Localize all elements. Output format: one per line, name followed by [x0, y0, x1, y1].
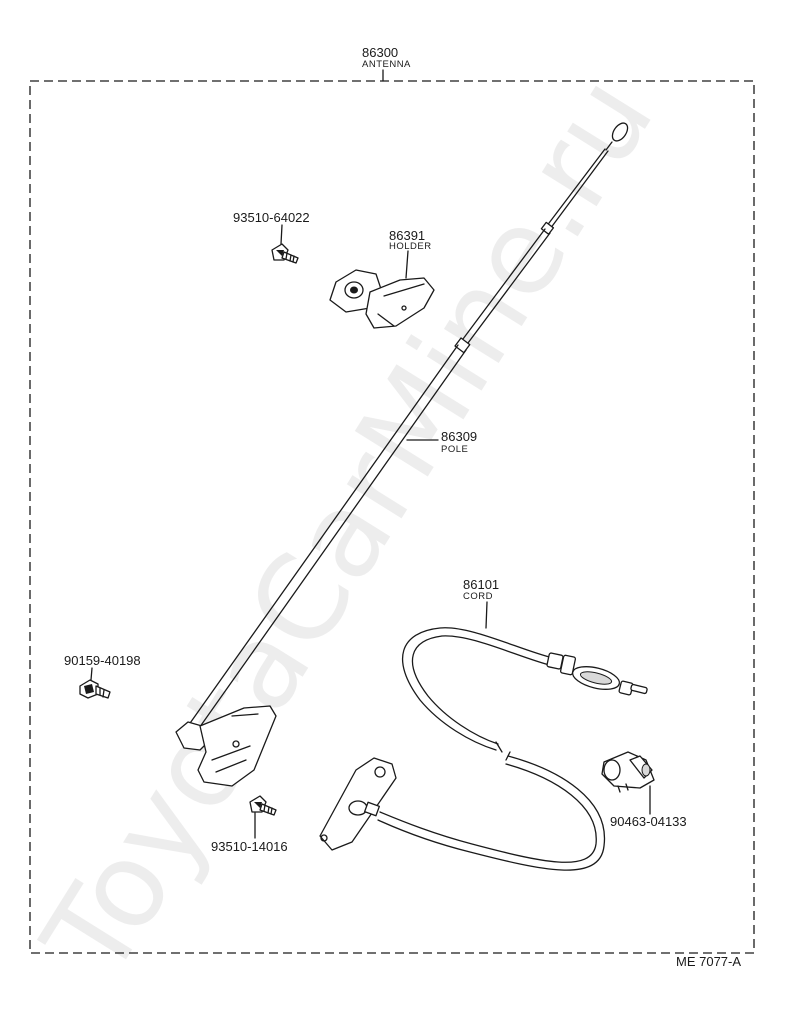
bolt-drawing [79, 679, 111, 699]
pole-part-number: 86309 [441, 429, 477, 444]
screw-bottom-drawing [249, 795, 277, 816]
holder-part-number: 86391 [389, 228, 425, 243]
screw-top-part-number: 93510-64022 [233, 210, 310, 225]
cord-label: 86101 CORD [463, 577, 499, 629]
holder-drawing [329, 269, 435, 329]
screw-bottom-label: 93510-14016 [211, 812, 288, 854]
holder-name: HOLDER [389, 241, 432, 252]
assembly-name: ANTENNA [362, 59, 411, 70]
clamp-drawing [601, 751, 655, 793]
figure-code: ME 7077-A [676, 954, 741, 969]
cord-drawing [319, 627, 648, 871]
pole-name: POLE [441, 444, 468, 455]
cord-name: CORD [463, 591, 493, 602]
bolt-part-number: 90159-40198 [64, 653, 141, 668]
holder-label: 86391 HOLDER [389, 228, 432, 279]
assembly-label: 86300 ANTENNA [362, 45, 411, 82]
bolt-label: 90159-40198 [64, 653, 141, 681]
watermark: ToyotaCarMine.ru [16, 53, 680, 1001]
screw-bottom-part-number: 93510-14016 [211, 839, 288, 854]
pole-drawing [175, 122, 629, 787]
assembly-part-number: 86300 [362, 45, 398, 60]
screw-top-label: 93510-64022 [233, 210, 310, 245]
cord-part-number: 86101 [463, 577, 499, 592]
clamp-label: 90463-04133 [610, 785, 687, 829]
screw-top-drawing [271, 243, 299, 264]
clamp-part-number: 90463-04133 [610, 814, 687, 829]
pole-label: 86309 POLE [406, 429, 477, 455]
